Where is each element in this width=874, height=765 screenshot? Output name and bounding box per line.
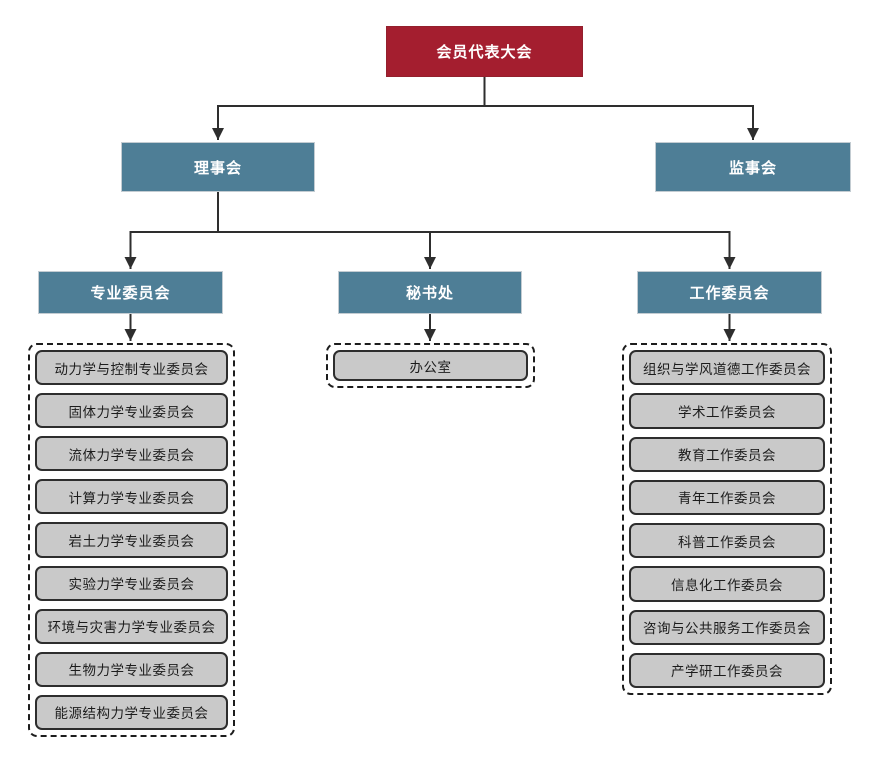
node-board-of-supervisors: 监事会: [655, 142, 851, 192]
office-item: 办公室: [333, 350, 528, 381]
group-working-committees: 组织与学风道德工作委员会 学术工作委员会 教育工作委员会 青年工作委员会 科普工…: [622, 343, 832, 695]
node-specialized-committees: 专业委员会: [38, 271, 223, 314]
committee-item: 学术工作委员会: [629, 393, 825, 429]
committee-item: 生物力学专业委员会: [35, 651, 228, 687]
committee-item: 组织与学风道德工作委员会: [629, 350, 825, 386]
committee-item: 岩土力学专业委员会: [35, 522, 228, 558]
node-member-congress: 会员代表大会: [386, 26, 583, 77]
committee-item: 教育工作委员会: [629, 436, 825, 472]
group-specialized-committees: 动力学与控制专业委员会 固体力学专业委员会 流体力学专业委员会 计算力学专业委员…: [28, 343, 235, 737]
committee-item: 信息化工作委员会: [629, 566, 825, 602]
node-working-committees: 工作委员会: [637, 271, 822, 314]
committee-item: 青年工作委员会: [629, 479, 825, 515]
node-secretariat: 秘书处: [338, 271, 522, 314]
committee-item: 科普工作委员会: [629, 523, 825, 559]
committee-item: 计算力学专业委员会: [35, 479, 228, 515]
committee-item: 动力学与控制专业委员会: [35, 350, 228, 386]
committee-item: 能源结构力学专业委员会: [35, 694, 228, 730]
committee-item: 环境与灾害力学专业委员会: [35, 608, 228, 644]
committee-item: 流体力学专业委员会: [35, 436, 228, 472]
committee-item: 产学研工作委员会: [629, 652, 825, 688]
committee-item: 咨询与公共服务工作委员会: [629, 609, 825, 645]
committee-item: 固体力学专业委员会: [35, 393, 228, 429]
node-board-of-directors: 理事会: [121, 142, 315, 192]
committee-item: 实验力学专业委员会: [35, 565, 228, 601]
group-secretariat: 办公室: [326, 343, 535, 388]
